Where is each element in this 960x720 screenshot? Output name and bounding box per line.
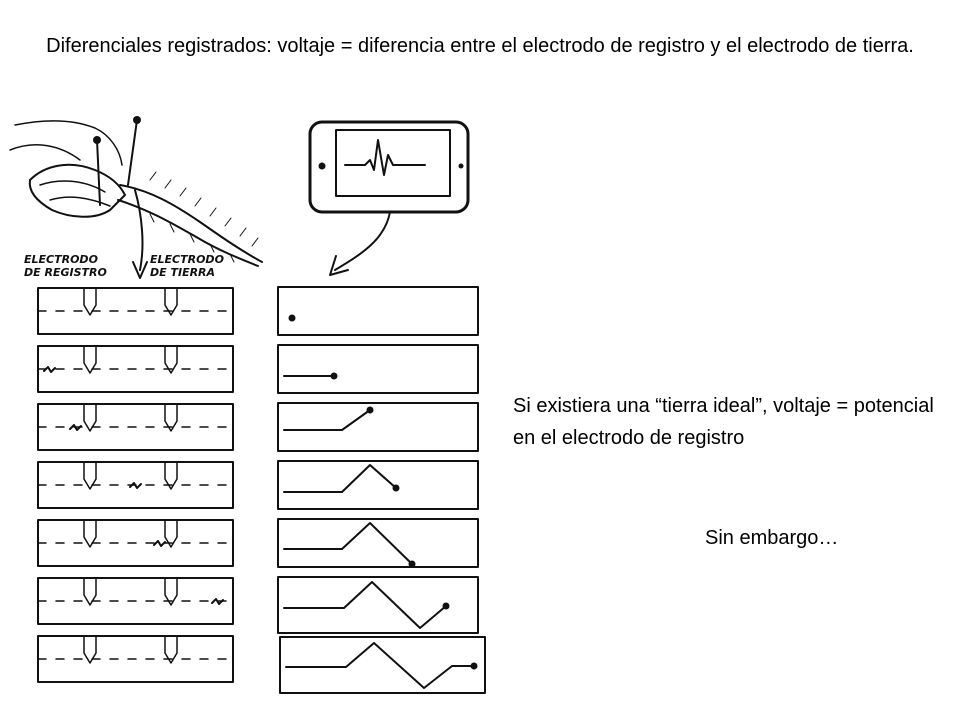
ground-electrode-label-1: ELECTRODO: [150, 253, 224, 266]
insect-leg-illustration: [9, 116, 263, 279]
oscilloscope-tablet-icon: [308, 120, 470, 276]
recording-electrode-label-2: DE REGISTRO: [24, 266, 107, 279]
trace-panel: [279, 636, 486, 694]
trace-panel: [277, 518, 479, 568]
nerve-panel: [37, 635, 234, 683]
nerve-panel: [37, 577, 234, 625]
trace-panel: [277, 286, 479, 336]
trace-panel: [277, 460, 479, 510]
however-note: Sin embargo…: [705, 527, 839, 549]
recording-electrode-label-1: ELECTRODO: [24, 253, 98, 266]
trace-panel: [277, 344, 479, 394]
ground-electrode-label-2: DE TIERRA: [150, 266, 215, 279]
trace-panel: [277, 576, 479, 634]
nerve-panel: [37, 287, 234, 335]
nerve-panel: [37, 345, 234, 393]
trace-panel: [277, 402, 479, 452]
nerve-panel: [37, 461, 234, 509]
nerve-panels: [37, 287, 234, 683]
ideal-ground-note: Si existiera una “tierra ideal”, voltaje…: [513, 395, 934, 449]
nerve-panel: [37, 519, 234, 567]
trace-panels: [277, 286, 486, 694]
slide-title: Diferenciales registrados: voltaje = dif…: [46, 35, 914, 57]
nerve-panel: [37, 403, 234, 451]
